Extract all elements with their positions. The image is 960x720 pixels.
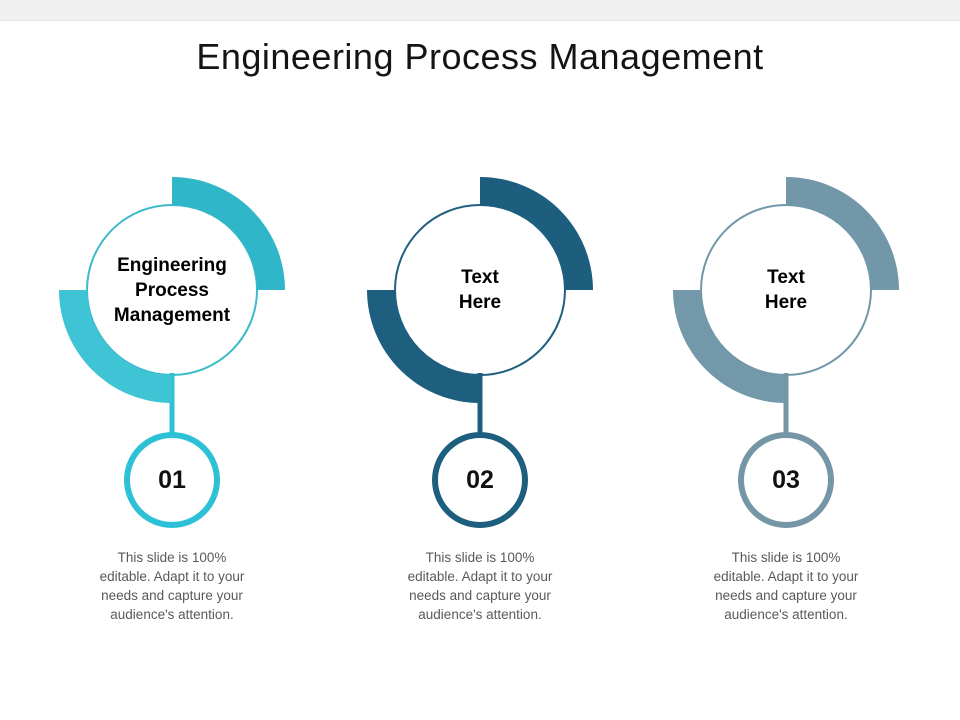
circle-label: Text Here xyxy=(458,267,502,313)
arc-top-right xyxy=(480,177,593,290)
arc-bottom-left xyxy=(673,290,786,403)
description-text: This slide is 100% editable. Adapt it to… xyxy=(713,550,859,622)
slide-title: Engineering Process Management xyxy=(196,36,764,77)
number-label: 02 xyxy=(466,465,494,494)
description-text: This slide is 100% editable. Adapt it to… xyxy=(99,550,245,622)
number-circle xyxy=(738,432,834,528)
number-circle xyxy=(432,432,528,528)
arc-bottom-left xyxy=(367,290,480,403)
connector-line xyxy=(783,373,789,437)
process-item-1: Engineering Process Management 01 This s… xyxy=(22,176,322,628)
process-item-3: Text Here 03 This slide is 100% editable… xyxy=(636,176,936,628)
circle-motif-3 xyxy=(673,177,899,528)
description-text: This slide is 100% editable. Adapt it to… xyxy=(407,550,553,622)
process-item-2: Text Here 02 This slide is 100% editable… xyxy=(330,176,630,628)
connector-line xyxy=(477,373,483,437)
circle-label: Engineering Process Management xyxy=(113,254,231,326)
circle-motif-2 xyxy=(367,177,593,528)
connector-line xyxy=(169,373,175,437)
arc-bottom-left xyxy=(59,290,172,403)
number-label: 03 xyxy=(772,465,800,494)
circle-motif-1 xyxy=(59,177,285,528)
arc-top-right xyxy=(786,177,899,290)
number-label: 01 xyxy=(158,465,186,494)
circle-label: Text Here xyxy=(764,267,808,313)
top-bar xyxy=(0,0,960,21)
number-circle xyxy=(124,432,220,528)
arc-top-right xyxy=(172,177,285,290)
